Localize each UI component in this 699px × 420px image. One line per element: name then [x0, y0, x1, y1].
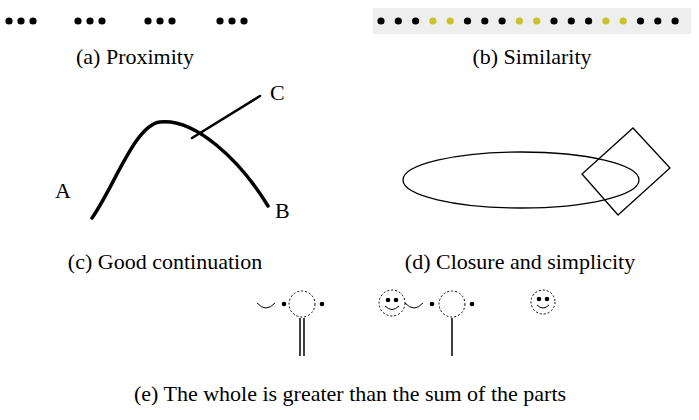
caption-label: (d) Closure and simplicity — [405, 249, 635, 274]
point-label: A — [55, 178, 71, 203]
similarity-dots — [377, 17, 678, 24]
continuation-curves — [92, 96, 268, 218]
proximity-dots — [5, 17, 247, 24]
similarity-dot — [377, 17, 384, 24]
similarity-dot — [637, 17, 644, 24]
caption-label: (e) The whole is greater than the sum of… — [134, 381, 566, 406]
caption-label: (c) Good continuation — [68, 249, 262, 274]
similarity-dot — [533, 17, 540, 24]
closure-shapes — [403, 128, 670, 215]
similarity-dot — [672, 17, 679, 24]
caption-label: (a) Proximity — [76, 44, 194, 69]
point-label: C — [270, 80, 285, 105]
similarity-dot — [481, 17, 488, 24]
similarity-dot — [395, 17, 402, 24]
similarity-dot — [516, 17, 523, 24]
similarity-dot — [654, 17, 661, 24]
similarity-dot — [620, 17, 627, 24]
similarity-dot — [602, 17, 609, 24]
similarity-dot — [568, 17, 575, 24]
whole-parts-figures — [257, 290, 555, 356]
similarity-dot — [412, 17, 419, 24]
similarity-dot — [429, 17, 436, 24]
similarity-dot — [550, 17, 557, 24]
similarity-panel — [373, 8, 691, 34]
similarity-dot — [447, 17, 454, 24]
similarity-dot — [499, 17, 506, 24]
point-label: B — [275, 198, 290, 223]
similarity-dot — [585, 17, 592, 24]
similarity-dot — [464, 17, 471, 24]
caption-label: (b) Similarity — [472, 44, 591, 69]
